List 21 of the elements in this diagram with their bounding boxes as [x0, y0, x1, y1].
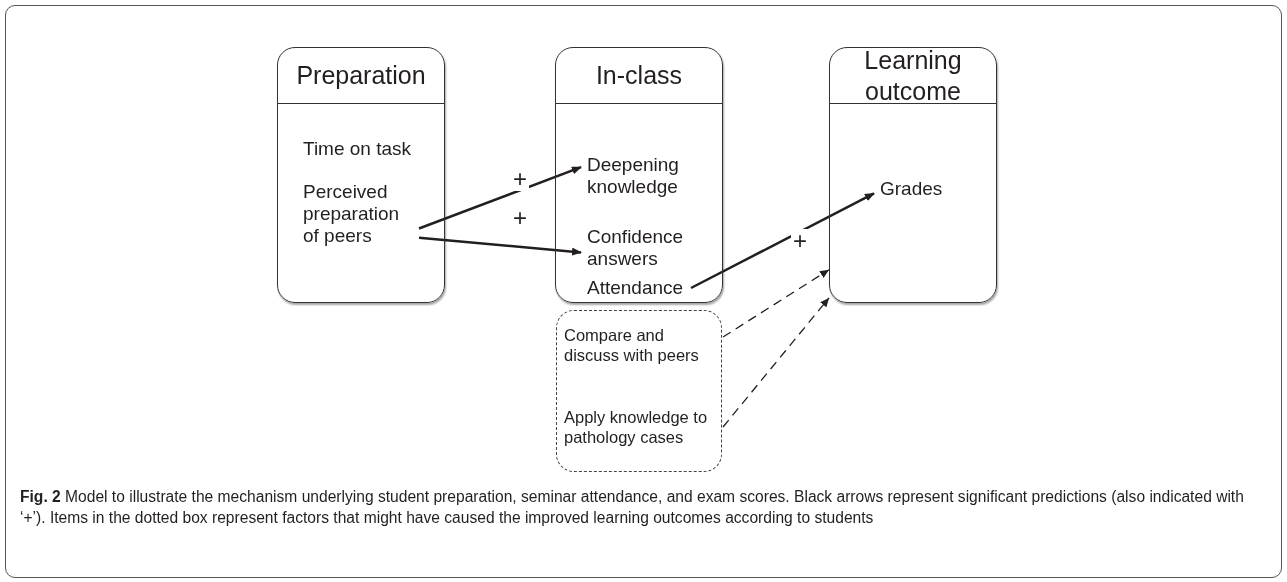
dashed-arrow	[722, 269, 830, 338]
factor-text: Deepening knowledge	[587, 154, 687, 198]
arrow	[418, 236, 582, 256]
box-heading: Preparation	[295, 60, 427, 91]
stage-box	[277, 47, 445, 303]
figure-caption: Fig. 2 Model to illustrate the mechanism underlying student preparation, seminar attendance, and exam scores. Black arrows represent significant predictions (also indicated with ‘+’). Items in the dotted box represent factors that might have caused the improved learning outcomes according to students	[20, 487, 1245, 528]
factor-text: Compare and discuss with peers	[564, 325, 719, 365]
dashed-group-box	[556, 310, 722, 472]
arrow	[418, 166, 582, 230]
factor-text: Attendance	[587, 277, 687, 299]
box-heading: Learning outcome	[863, 48, 963, 103]
factor-text: Confidence answers	[587, 226, 687, 270]
stage-box	[555, 47, 723, 303]
stage-box	[829, 47, 997, 303]
factor-text: Grades	[880, 178, 942, 200]
factor-text: Apply knowledge to pathology cases	[564, 407, 719, 447]
factor-text: Time on task	[303, 138, 428, 160]
box-heading: In-class	[594, 60, 684, 91]
factor-text: Perceived preparation of peers	[303, 181, 415, 247]
arrow	[690, 192, 875, 290]
dashed-arrow	[722, 297, 830, 428]
